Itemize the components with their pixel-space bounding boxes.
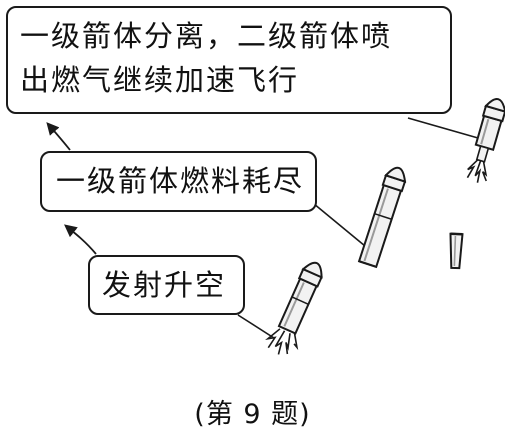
callout-liftoff: 发射升空 (88, 255, 245, 315)
rocket-icon (265, 261, 323, 355)
spent-stage-icon (449, 232, 464, 270)
callout-stage-separation: 一级箭体分离，二级箭体喷 出燃气继续加速飞行 (6, 6, 452, 114)
arrow-icon (64, 224, 97, 255)
rocket-icon (466, 98, 505, 183)
leader-line-liftoff (237, 314, 275, 339)
separation-text-line2: 出燃气继续加速飞行 (20, 63, 300, 97)
rocket-icon (357, 166, 407, 269)
figure-caption: (第 9 题) (194, 399, 311, 430)
burnout-text: 一级箭体燃料耗尽 (56, 164, 305, 198)
arrow-icon (46, 122, 71, 151)
separation-text-line1: 一级箭体分离，二级箭体喷 (20, 19, 393, 53)
liftoff-text: 发射升空 (102, 268, 227, 302)
exhaust-flame-icon (265, 328, 299, 355)
leader-line-separation (407, 117, 479, 139)
exhaust-flame-icon (466, 159, 488, 183)
callout-fuel-burnout: 一级箭体燃料耗尽 (40, 151, 317, 212)
